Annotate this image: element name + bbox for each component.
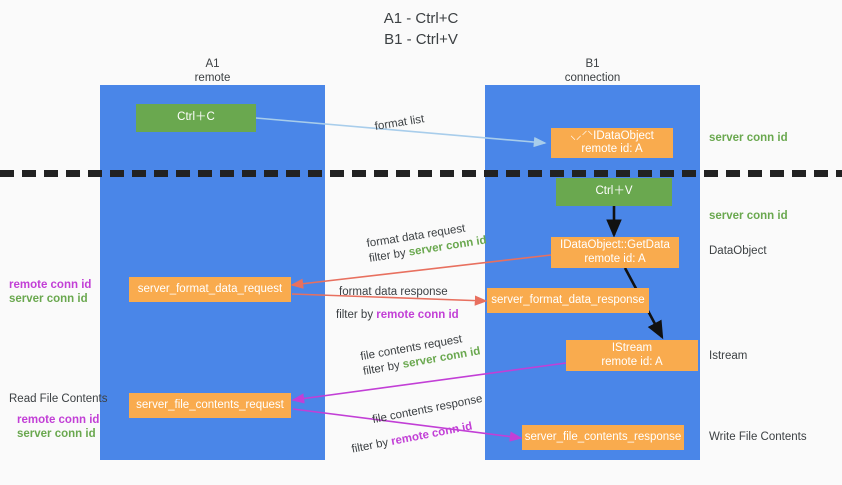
swimlane-a1-name: A1 <box>205 58 220 70</box>
page-title: A1 - Ctrl+C B1 - Ctrl+V <box>0 8 842 50</box>
swimlane-b1-name: B1 <box>585 58 600 70</box>
box-server-format-data-request[interactable]: server_format_data_request <box>129 277 291 302</box>
box-server-file-contents-request-label: server_file_contents_request <box>136 398 284 411</box>
box-ctrl-v[interactable]: Ctrl＋V <box>556 178 672 206</box>
filter-prefix-2: filter by <box>336 309 377 321</box>
box-getdata-line1: IDataObject::GetData <box>560 239 670 251</box>
arrow-file-contents-response <box>292 408 523 442</box>
dashed-divider <box>0 170 842 177</box>
box-server-format-data-response-label: server_format_data_response <box>491 293 645 306</box>
right-label-dataobject: DataObject <box>709 245 767 257</box>
box-server-file-contents-request[interactable]: server_file_contents_request <box>129 393 291 418</box>
left-label-server-conn-id-upper: server conn id <box>9 293 88 305</box>
title-line-2: B1 - Ctrl+V <box>384 31 458 48</box>
box-server-format-data-response[interactable]: server_format_data_response <box>487 288 649 313</box>
right-label-server-conn-id-top: server conn id <box>709 132 788 144</box>
right-label-istream: Istream <box>709 350 748 362</box>
box-istream[interactable]: IStream remote id: A <box>566 340 698 371</box>
box-istream-line1: IStream <box>611 342 653 354</box>
box-ctrl-v-label: Ctrl＋V <box>595 185 633 198</box>
edge-label-format-data-response-line2: filter by remote conn id <box>336 308 459 323</box>
box-idataobject-line2: remote id: A <box>581 143 643 155</box>
swimlane-a1-header: A1 remote <box>100 57 325 85</box>
right-label-server-conn-id-mid: server conn id <box>709 210 788 222</box>
box-getdata[interactable]: IDataObject::GetData remote id: A <box>551 237 679 268</box>
filter-value-remote-conn-id-1: remote conn id <box>376 309 459 321</box>
left-label-read-file-contents: Read File Contents <box>9 393 108 405</box>
box-ctrl-c-label: Ctrl＋C <box>177 111 215 124</box>
swimlane-b1-sub: connection <box>564 72 621 84</box>
box-getdata-line2: remote id: A <box>584 252 646 265</box>
edge-label-format-data-response: format data response filter by remote co… <box>336 285 459 323</box>
arrow-file-contents-request <box>291 362 567 404</box>
title-line-1: A1 - Ctrl+C <box>383 10 459 27</box>
edge-label-format-data-response-line1: format data response <box>339 286 448 298</box>
box-server-file-contents-response[interactable]: server_file_contents_response <box>522 425 684 450</box>
box-istream-line2: remote id: A <box>601 355 663 368</box>
left-label-server-conn-id-lower: server conn id <box>17 428 96 440</box>
box-idataobject[interactable]: ⸜⸝⸍⸌IDataObject remote id: A <box>551 128 673 158</box>
box-server-file-contents-response-label: server_file_contents_response <box>524 430 682 443</box>
arrow-format-data-request <box>290 254 552 289</box>
left-label-remote-conn-id-lower: remote conn id <box>17 414 100 426</box>
arrow-format-data-response <box>291 293 488 306</box>
left-label-remote-conn-id-upper: remote conn id <box>9 279 92 291</box>
box-ctrl-c[interactable]: Ctrl＋C <box>136 104 256 132</box>
box-server-format-data-request-label: server_format_data_request <box>137 282 283 295</box>
right-label-write-file-contents: Write File Contents <box>709 431 807 443</box>
arrow-format-list <box>255 117 547 148</box>
swimlane-b1-header: B1 connection <box>485 57 700 85</box>
box-idataobject-line1: ⸜⸝⸍⸌IDataObject <box>570 129 654 142</box>
swimlane-a1-sub: remote <box>194 72 231 84</box>
